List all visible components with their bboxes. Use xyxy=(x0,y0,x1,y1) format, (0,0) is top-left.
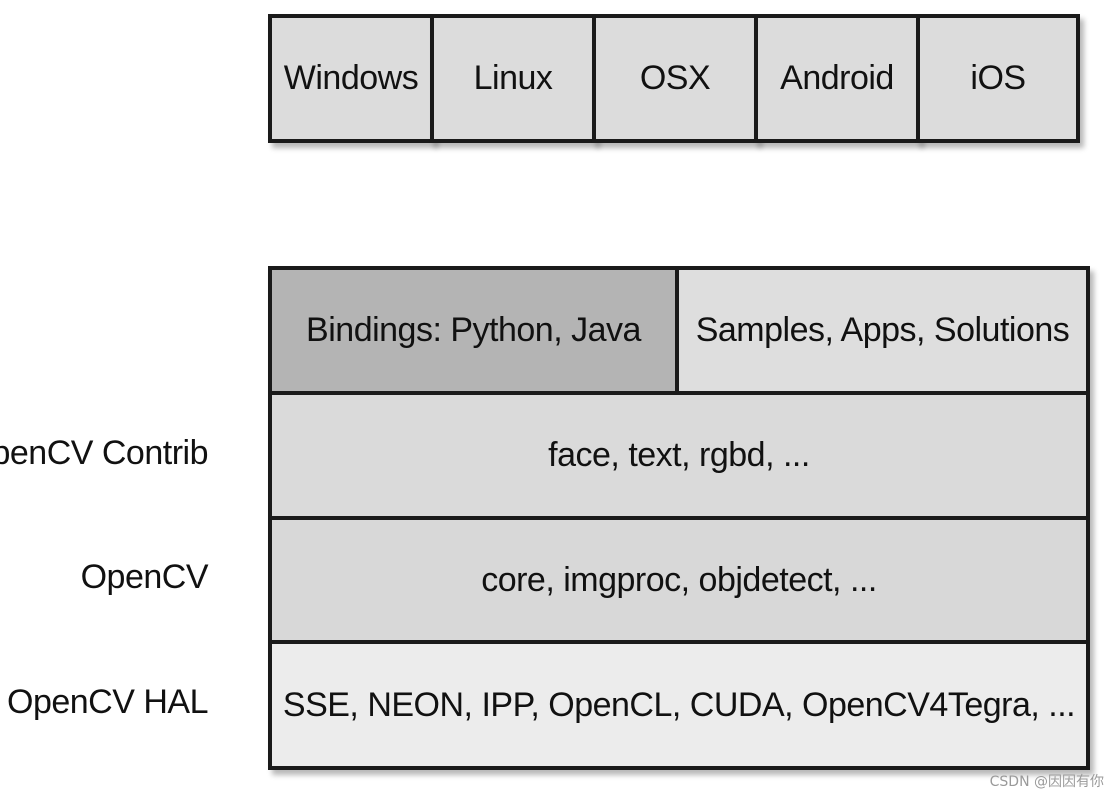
samples-label: Samples, Apps, Solutions xyxy=(695,311,1070,349)
watermark: CSDN @因因有你 xyxy=(989,774,1104,790)
bindings-box: Bindings: Python, Java xyxy=(268,266,679,395)
platform-ios-label: iOS xyxy=(970,59,1026,97)
platform-android-label: Android xyxy=(780,59,894,97)
layer-label-contrib: OpenCV Contrib xyxy=(0,434,209,472)
platform-windows-label: Windows xyxy=(283,59,419,97)
contrib-modules-label: face, text, rgbd, ... xyxy=(548,436,810,474)
hal-modules-label: SSE, NEON, IPP, OpenCL, CUDA, OpenCV4Teg… xyxy=(282,685,1076,724)
opencv-layer: core, imgproc, objdetect, ... xyxy=(268,516,1090,644)
contrib-layer: face, text, rgbd, ... xyxy=(268,391,1090,520)
opencv-modules-label: core, imgproc, objdetect, ... xyxy=(481,560,877,599)
bindings-label: Bindings: Python, Java xyxy=(306,311,641,349)
platform-osx: OSX xyxy=(592,14,758,143)
platform-windows: Windows xyxy=(268,14,434,143)
platform-osx-label: OSX xyxy=(639,59,711,97)
samples-box: Samples, Apps, Solutions xyxy=(675,266,1090,395)
platform-linux-label: Linux xyxy=(473,59,553,97)
platform-ios: iOS xyxy=(916,14,1080,143)
platform-android: Android xyxy=(754,14,920,143)
platform-linux: Linux xyxy=(430,14,596,143)
hal-layer: SSE, NEON, IPP, OpenCL, CUDA, OpenCV4Teg… xyxy=(268,640,1090,770)
layer-label-opencv: OpenCV xyxy=(80,558,209,596)
opencv-stack: Bindings: Python, Java Samples, Apps, So… xyxy=(268,266,1090,770)
layer-label-hal: OpenCV HAL xyxy=(7,683,209,721)
platform-row: Windows Linux OSX Android iOS xyxy=(268,14,1080,143)
